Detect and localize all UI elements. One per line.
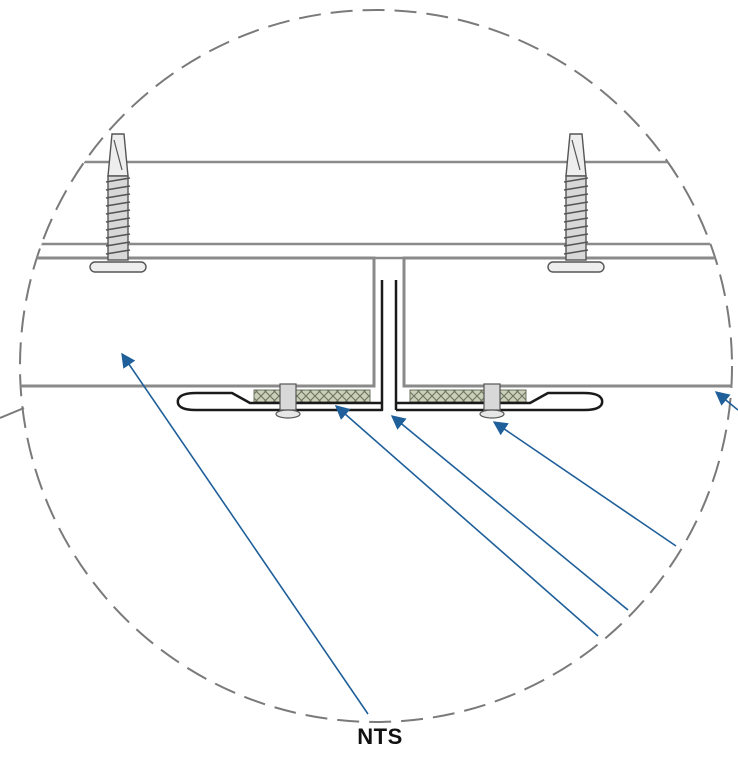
leader-panel xyxy=(121,352,369,715)
clip-fastener-right xyxy=(479,383,505,419)
gasket-tape-left xyxy=(253,389,371,403)
clip-fastener-left xyxy=(275,383,301,419)
scale-note: NTS xyxy=(357,724,403,749)
self-drilling-screw-icon xyxy=(547,133,605,273)
self-drilling-screw-icon xyxy=(89,133,147,273)
trim-clip-right xyxy=(396,391,604,412)
leader-gasket xyxy=(334,405,599,637)
leader-fastener xyxy=(492,421,677,547)
leader-right-edge xyxy=(714,391,738,411)
boundary-tick xyxy=(0,407,25,419)
left-panel xyxy=(20,256,376,388)
trim-clip-left xyxy=(176,391,384,412)
detail-contents xyxy=(20,133,732,419)
right-panel xyxy=(402,256,732,388)
leader-trim xyxy=(390,415,629,611)
gasket-tape-right xyxy=(409,389,527,403)
detail-boundary-circle xyxy=(19,9,733,723)
leader-lines xyxy=(121,352,738,715)
